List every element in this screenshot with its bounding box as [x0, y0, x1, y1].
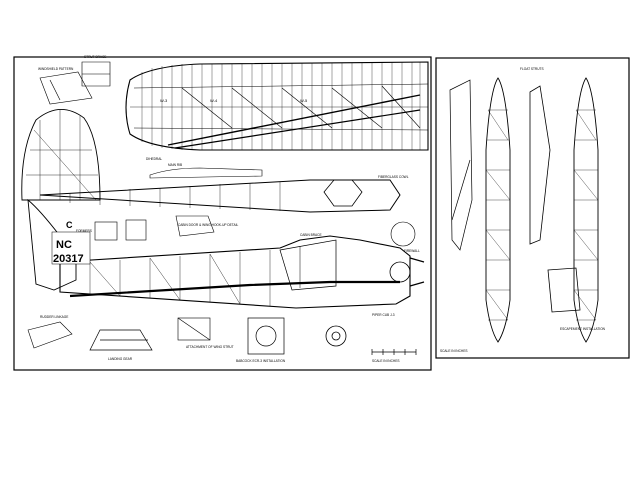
cowl-label: FIBERGLASS COWL [378, 175, 409, 179]
float-struts-detail [449, 79, 473, 251]
attachment-label: ATTACHMENT OF WING STRUT [186, 345, 234, 349]
engine-installation [247, 317, 285, 355]
dihedral-label: DIHEDRAL [146, 157, 162, 161]
formers-label: FORMERS [76, 229, 92, 233]
rudder-linkage-label: RUDDER LINKAGE [40, 315, 68, 319]
registration-prefix: NC [56, 239, 72, 251]
scale-bar [371, 349, 417, 355]
rib-label-w3: W-3 [160, 98, 168, 103]
escapement-label: ESCAPEMENT INSTALLATION [560, 327, 606, 331]
firewall-label: FIREWALL [404, 249, 420, 253]
fuselage-side-view [27, 198, 425, 309]
rib-label-w5: W-5 [300, 98, 308, 103]
strut-brace-label: STRUT BRACE [84, 55, 106, 59]
registration-panel [51, 231, 91, 265]
landing-gear-label: LANDING GEAR [108, 357, 133, 361]
tail-mark: C [66, 220, 73, 230]
windshield-pattern [39, 71, 93, 105]
float-plan-view-1 [485, 77, 511, 343]
float-struts-label: FLOAT STRUTS [520, 67, 544, 71]
wing-plan [125, 61, 429, 151]
main-rib [149, 167, 263, 179]
float-scale-label: SCALE IN INCHES [440, 349, 467, 353]
scale-label: SCALE IN INCHES [372, 359, 399, 363]
float-plan-border [435, 57, 630, 359]
wheel-detail [325, 325, 347, 347]
main-plan-border [13, 56, 432, 371]
landing-gear-detail [89, 329, 153, 351]
rib-label-w4: W-4 [210, 98, 218, 103]
rudder-linkage-detail [27, 321, 73, 349]
fuselage-top-view [39, 179, 401, 213]
cabin-brace-label: CABIN BRACE [300, 233, 322, 237]
float-plan-view-2 [573, 77, 599, 343]
piper-cub-label: PIPER CUB J-3 [372, 313, 395, 317]
strut-brace-detail [81, 61, 111, 87]
installation-label: BABCOCK ECR-3 INSTALLATION [236, 359, 286, 363]
main-rib-label: MAIN RIB [168, 163, 182, 167]
windshield-label: WINDSHIELD PATTERN [38, 67, 74, 71]
cabin-door-label: CABIN DOOR & WING HOOK-UP DETAIL [178, 223, 239, 227]
registration-number: 20317 [53, 253, 84, 265]
former-sections [94, 215, 416, 247]
wing-strut-attachment [177, 317, 211, 341]
tail-rudder [21, 109, 101, 201]
float-side-profile [529, 85, 581, 313]
